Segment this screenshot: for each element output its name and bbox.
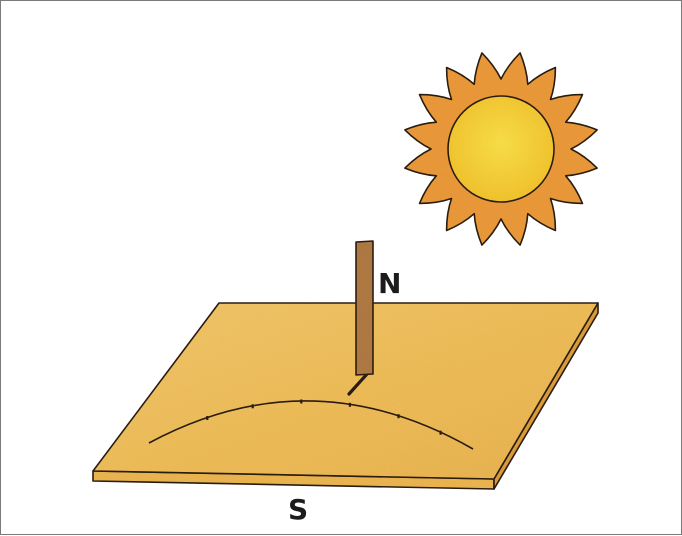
north-label: N — [378, 267, 401, 300]
sundial-board — [92, 302, 599, 490]
stick-body — [355, 240, 374, 376]
sun-disc — [447, 95, 555, 203]
board-top-face — [92, 302, 599, 480]
gnomon-stick — [347, 240, 374, 396]
shadow-arc — [148, 400, 474, 450]
stick-shadow — [347, 372, 369, 396]
hour-marks — [206, 399, 442, 435]
south-label: S — [288, 493, 308, 526]
sun-icon — [404, 52, 598, 246]
